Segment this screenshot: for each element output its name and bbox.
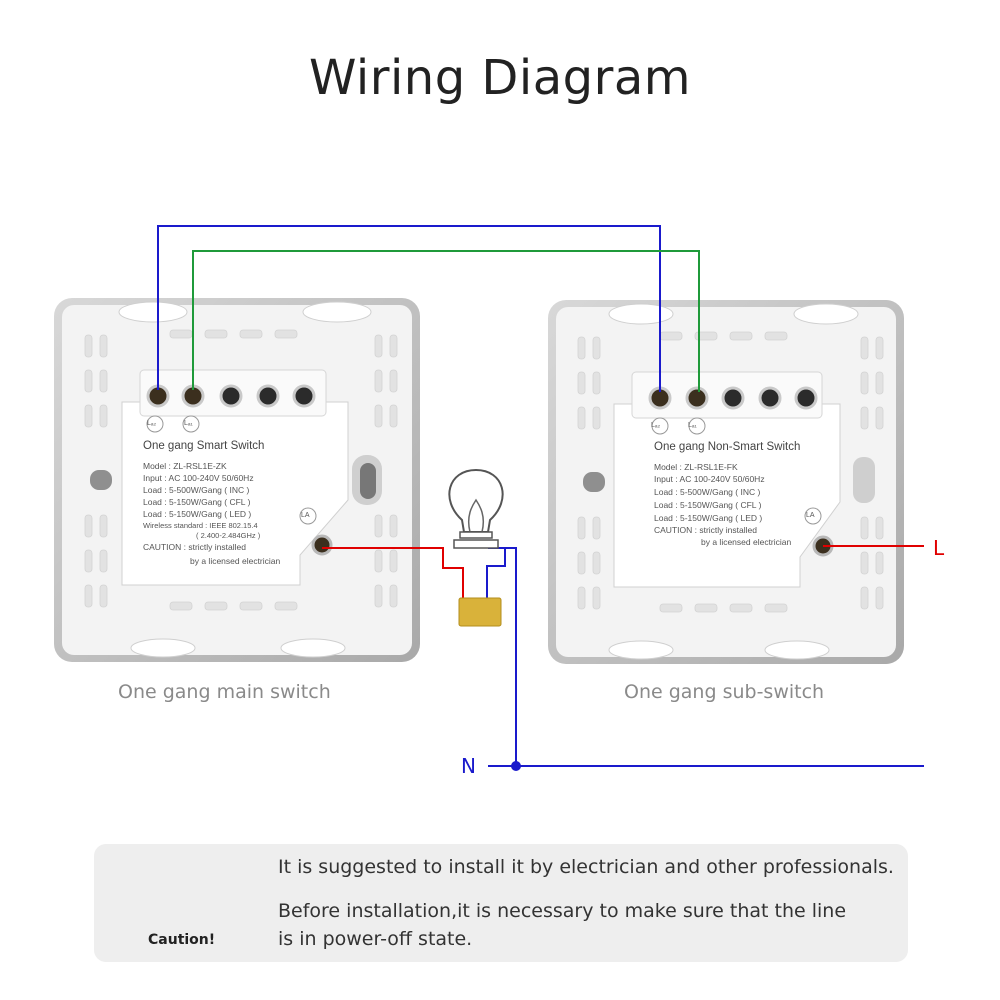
notice-line-3: is in power-off state. <box>278 928 473 950</box>
sub-switch <box>548 300 904 664</box>
sub-spec-line: Model : ZL-RSL1E-FK <box>654 462 738 472</box>
live-wire-main-to-lamp <box>322 547 464 600</box>
main-spec-line: ( 2.400-2.484GHz ) <box>196 531 261 540</box>
main-spec-line: Model : ZL-RSL1E-ZK <box>143 461 227 471</box>
neutral-label: N <box>461 754 476 778</box>
caution-label: Caution! <box>148 932 216 948</box>
main-spec-line: Load : 5-150W/Gang ( LED ) <box>143 509 252 519</box>
main-switch-caption: One gang main switch <box>118 681 331 703</box>
sub-terminal-label-l1: Lₐ₁ <box>688 422 697 429</box>
capacitor-icon <box>458 597 502 627</box>
main-switch <box>54 298 420 662</box>
sub-spec-line: Load : 5-500W/Gang ( INC ) <box>654 487 761 497</box>
sub-switch-caption: One gang sub-switch <box>624 681 825 703</box>
main-spec-line: Input : AC 100-240V 50/60Hz <box>143 473 254 483</box>
sub-switch-name: One gang Non-Smart Switch <box>654 441 801 453</box>
neutral-junction-dot <box>511 761 521 771</box>
light-bulb-icon <box>448 468 504 549</box>
live-label: L <box>933 536 945 560</box>
main-spec-line: CAUTION : strictly installed <box>143 542 246 552</box>
sub-spec-line: Load : 5-150W/Gang ( CFL ) <box>654 500 762 510</box>
sub-spec-line: CAUTION : strictly installed <box>654 525 757 535</box>
sub-terminal-label-l2: Lₐ₂ <box>651 422 661 429</box>
sub-spec-line: Load : 5-150W/Gang ( LED ) <box>654 513 763 523</box>
main-spec-line: Load : 5-500W/Gang ( INC ) <box>143 485 250 495</box>
main-spec-line: Load : 5-150W/Gang ( CFL ) <box>143 497 251 507</box>
main-spec-line: by a licensed electrician <box>190 556 281 566</box>
main-terminal-label-l2: Lₐ₂ <box>147 420 157 427</box>
page-title: Wiring Diagram <box>308 50 692 106</box>
main-spec-line: Wireless standard : IEEE 802.15.4 <box>143 521 258 530</box>
notice-line-2: Before installation,it is necessary to m… <box>278 900 847 922</box>
sub-terminal-label-la: LA <box>806 512 815 519</box>
main-switch-name: One gang Smart Switch <box>143 440 265 452</box>
main-terminal-label-l1: Lₐ₁ <box>184 420 193 427</box>
main-terminal-row <box>146 384 316 408</box>
blue-traveler-wire <box>157 225 661 392</box>
lamp-to-capacitor-blue <box>486 548 506 600</box>
sub-spec-line: Input : AC 100-240V 50/60Hz <box>654 474 765 484</box>
neutral-wire-lamp <box>488 547 517 766</box>
notice-line-1: It is suggested to install it by electri… <box>278 856 894 878</box>
sub-spec-line: by a licensed electrician <box>701 537 792 547</box>
caution-notice: Caution! It is suggested to install it b… <box>94 844 908 962</box>
main-terminal-label-la: LA <box>301 512 310 519</box>
green-traveler-wire <box>192 250 700 392</box>
